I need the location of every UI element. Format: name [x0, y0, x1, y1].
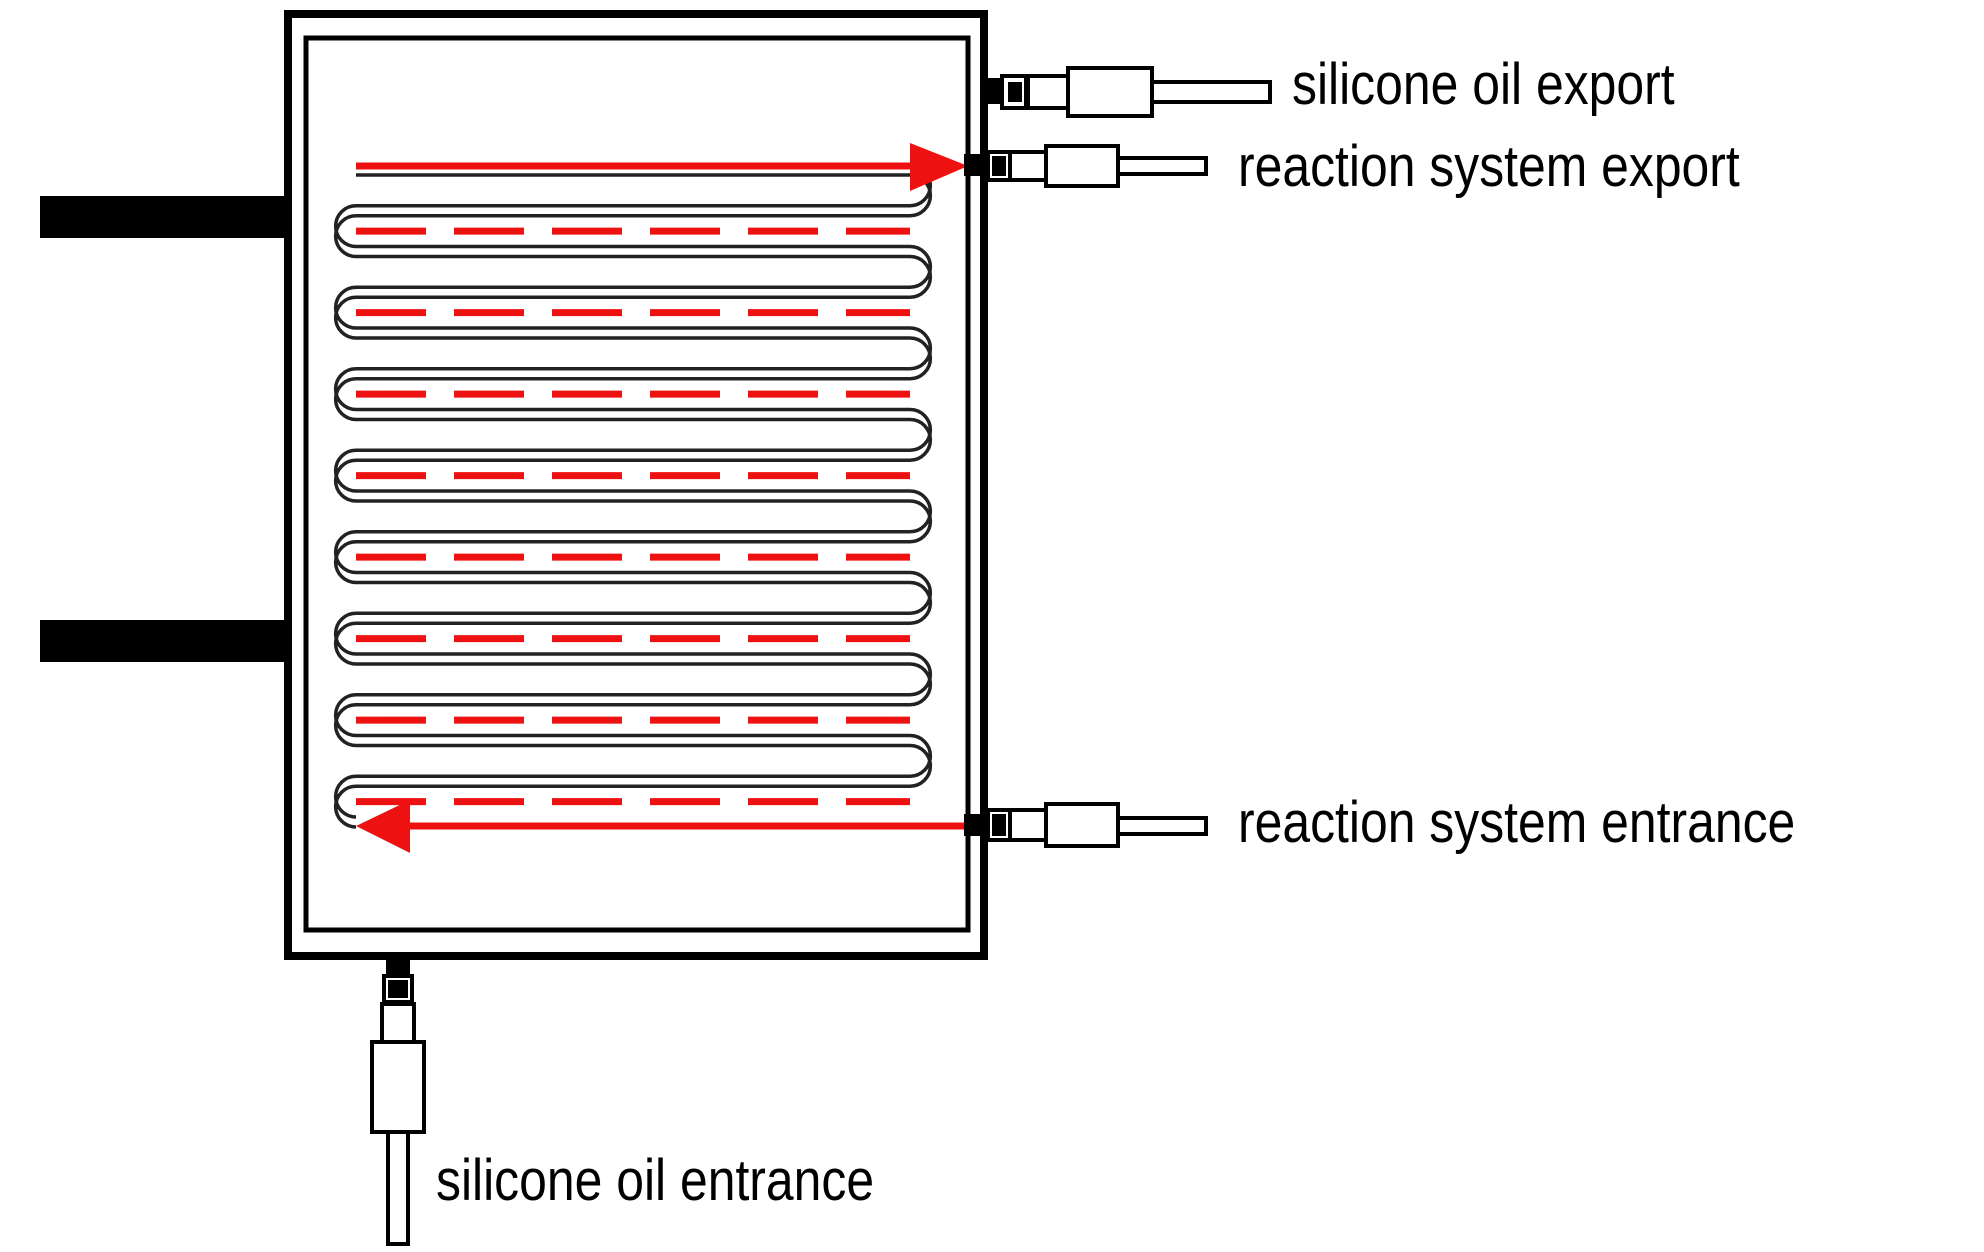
silicone-oil-export-label: silicone oil export — [1292, 52, 1675, 117]
reaction-system-export-label: reaction system export — [1238, 134, 1740, 199]
mounting-bracket-top — [40, 196, 288, 238]
serpentine-coil — [333, 163, 933, 829]
reaction-system-entrance-label: reaction system entrance — [1238, 790, 1796, 855]
coil-tube-upper-wall — [333, 163, 933, 819]
reaction-system-entrance-fitting — [964, 802, 1208, 848]
reaction-entrance-flow-arrow — [356, 800, 966, 853]
inner-jacket-wall — [303, 35, 971, 933]
silicone-oil-entrance-fitting — [370, 960, 426, 1246]
reaction-export-flow-arrow — [356, 143, 968, 191]
reaction-system-export-fitting — [964, 144, 1208, 188]
coil-tube-lower-wall — [333, 173, 933, 829]
flow-dashes — [356, 227, 910, 806]
mounting-bracket-bottom — [40, 620, 288, 662]
silicone-oil-export-fitting — [984, 66, 1272, 118]
silicone-oil-entrance-label: silicone oil entrance — [436, 1148, 875, 1213]
